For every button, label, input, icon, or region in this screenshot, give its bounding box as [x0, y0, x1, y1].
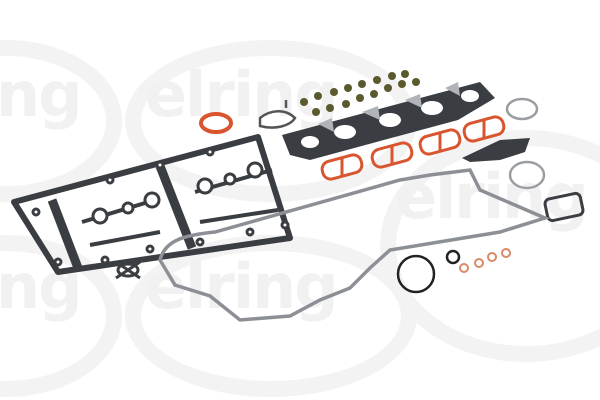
- timing-cover-gasket: [158, 168, 551, 322]
- intake-manifold-gaskets: [320, 115, 506, 181]
- egr-gasket: [258, 100, 297, 129]
- flange-gasket: [462, 138, 530, 162]
- exhaust-manifold-gasket: [282, 82, 495, 160]
- copper-washers: [459, 248, 511, 273]
- valve-cover-gasket: [11, 134, 293, 275]
- o-ring: [396, 254, 436, 294]
- o-ring: [445, 249, 461, 265]
- metal-ring: [508, 160, 546, 190]
- orange-ring-seal: [199, 112, 233, 134]
- small-cross-gasket: [115, 260, 141, 280]
- metal-ring: [505, 97, 539, 121]
- square-gasket: [543, 191, 585, 223]
- valve-stem-seals: [300, 70, 420, 116]
